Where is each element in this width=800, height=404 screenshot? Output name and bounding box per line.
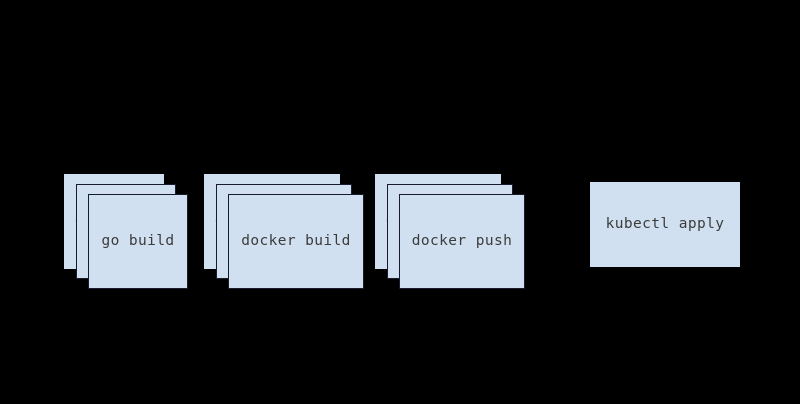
box-label-kubectl-apply: kubectl apply: [605, 216, 725, 233]
box-kubectl-apply[interactable]: kubectl apply: [590, 182, 740, 267]
stack-card-docker-build-3[interactable]: docker build: [228, 194, 364, 289]
stack-card-label-docker-push: docker push: [411, 233, 513, 250]
stack-card-label-go-build: go build: [101, 233, 175, 250]
stack-card-label-docker-build: docker build: [241, 233, 351, 250]
stack-card-go-build-3[interactable]: go build: [88, 194, 188, 289]
stack-card-docker-push-3[interactable]: docker push: [399, 194, 525, 289]
